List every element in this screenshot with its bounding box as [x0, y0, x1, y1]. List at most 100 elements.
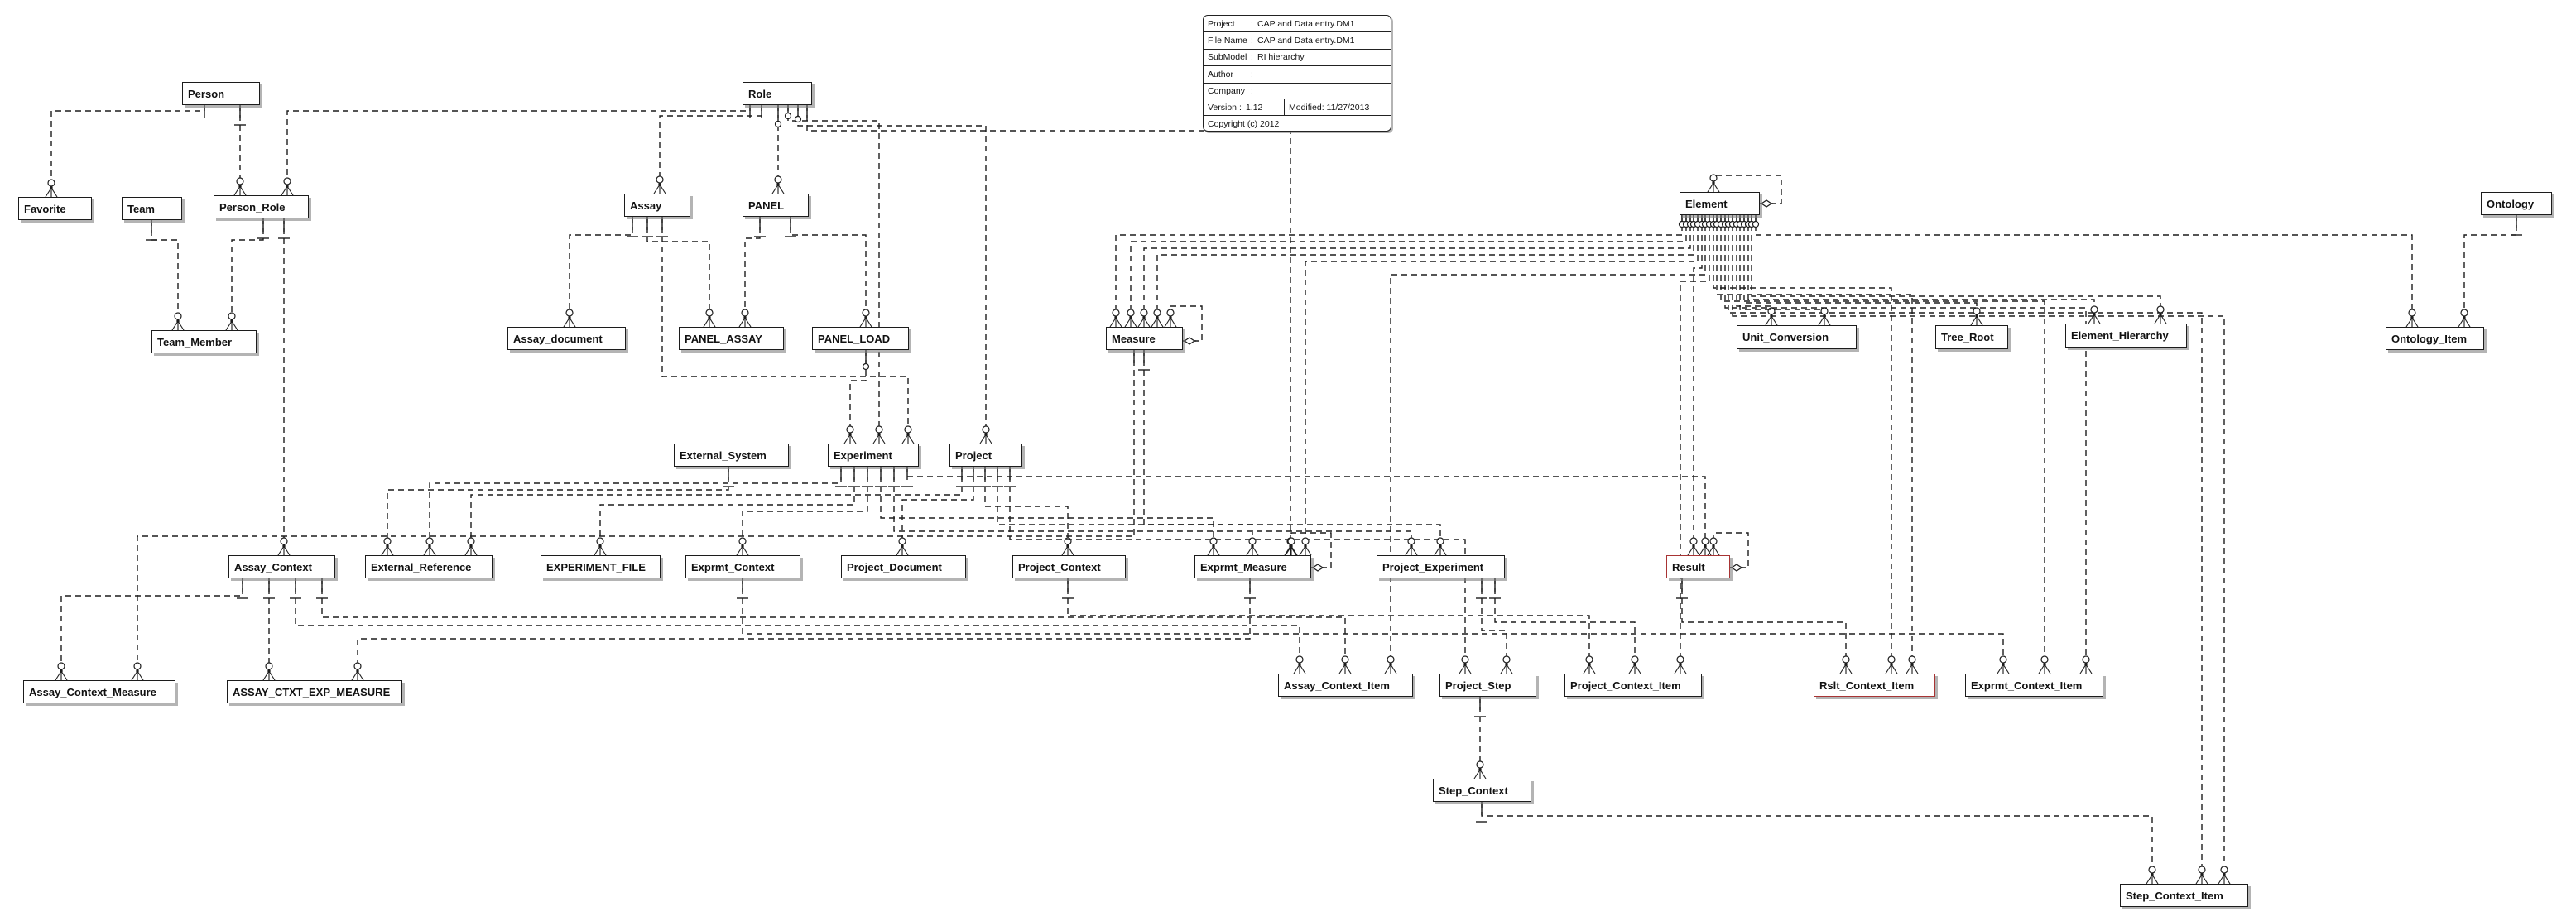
entity-person-role[interactable]: Person_Role [214, 195, 309, 218]
relationship-line[interactable] [656, 217, 915, 444]
entity-project-step[interactable]: Project_Step [1439, 674, 1536, 697]
entity-rslt-context-item[interactable]: Rslt_Context_Item [1814, 674, 1935, 697]
entity-assay-context[interactable]: Assay_Context [228, 555, 335, 578]
relationship-line[interactable] [888, 467, 1418, 556]
relationship-line[interactable] [1740, 215, 1983, 326]
relationship-line[interactable] [1476, 578, 1513, 674]
entity-team[interactable]: Team [122, 197, 182, 220]
relationship-line[interactable] [1124, 215, 1690, 328]
relationship-line[interactable] [1687, 215, 1706, 556]
entity-exprmt-measure[interactable]: Exprmt_Measure [1194, 555, 1311, 578]
entity-assay-context-measure[interactable]: Assay_Context_Measure [23, 680, 175, 703]
entity-project-document[interactable]: Project_Document [841, 555, 966, 578]
relationship-line[interactable] [1384, 215, 1709, 674]
relationship-line[interactable] [1721, 215, 2093, 674]
relationship-line[interactable] [653, 105, 762, 194]
relationship-line[interactable] [464, 467, 968, 556]
relationship-line[interactable] [1713, 215, 1919, 674]
relationship-line[interactable] [281, 105, 751, 196]
relationship-line[interactable] [1062, 578, 1596, 674]
relationship-line[interactable] [1473, 697, 1487, 779]
entity-ontology-item[interactable]: Ontology_Item [2386, 327, 2484, 350]
relationship-line[interactable] [1137, 215, 1694, 328]
relationship-line[interactable] [2458, 215, 2522, 328]
relationship-line[interactable] [1299, 215, 1702, 556]
entity-result[interactable]: Result [1666, 555, 1730, 578]
relationship-line[interactable] [875, 467, 1220, 556]
entity-external-system[interactable]: External_System [674, 444, 789, 467]
entity-assay-ctxt-exp-measure[interactable]: ASSAY_CTXT_EXP_MEASURE [227, 680, 402, 703]
relationship-line[interactable] [901, 467, 1712, 556]
relationship-line[interactable] [737, 578, 2010, 674]
relationship-line[interactable] [563, 217, 638, 328]
relationship-line[interactable] [233, 105, 247, 196]
relationship-line[interactable] [316, 578, 1352, 674]
relationship-line[interactable] [1707, 532, 1749, 572]
entity-favorite[interactable]: Favorite [18, 197, 92, 220]
relationship-line[interactable] [1109, 215, 1686, 328]
entity-ontology[interactable]: Ontology [2481, 192, 2552, 215]
relationship-line[interactable] [594, 467, 860, 556]
relationship-line[interactable] [1489, 578, 1641, 674]
relationship-line[interactable] [55, 578, 248, 681]
entity-experiment[interactable]: Experiment [828, 444, 919, 467]
relationship-line[interactable] [1151, 215, 1698, 328]
entity-exprmt-context[interactable]: Exprmt_Context [685, 555, 800, 578]
relationship-line[interactable] [262, 578, 276, 681]
relationship-line[interactable] [423, 467, 847, 556]
relationship-line[interactable] [225, 218, 269, 331]
relationship-line[interactable] [1707, 174, 1782, 208]
relationship-line[interactable] [290, 578, 1306, 674]
entity-element-hierarchy[interactable]: Element_Hierarchy [2065, 324, 2187, 348]
entity-experiment-file[interactable]: EXPERIMENT_FILE [541, 555, 661, 578]
entity-unit-conversion[interactable]: Unit_Conversion [1737, 325, 1857, 349]
relationship-line[interactable] [1728, 215, 2231, 885]
relationship-line[interactable] [992, 467, 1447, 556]
entity-element[interactable]: Element [1680, 192, 1760, 215]
relationship-line[interactable] [738, 217, 766, 328]
relationship-line[interactable] [1164, 305, 1203, 345]
entity-project-context[interactable]: Project_Context [1012, 555, 1126, 578]
relationship-line[interactable] [1476, 802, 2159, 885]
relationship-line[interactable] [1724, 215, 2208, 885]
relationship-line[interactable] [1285, 532, 1332, 572]
entity-person[interactable]: Person [182, 82, 260, 105]
relationship-line[interactable] [1674, 215, 1713, 674]
relationship-line[interactable] [1676, 578, 1853, 674]
relationship-line[interactable] [351, 578, 1256, 681]
entity-measure[interactable]: Measure [1106, 327, 1183, 350]
relationship-line[interactable] [736, 467, 873, 556]
relationship-line[interactable] [1004, 467, 1472, 674]
entity-panel-assay[interactable]: PANEL_ASSAY [679, 327, 784, 350]
entity-project-experiment[interactable]: Project_Experiment [1377, 555, 1505, 578]
relationship-line[interactable] [1717, 215, 2051, 674]
entity-assay-document[interactable]: Assay_document [507, 327, 626, 350]
entity-assay-context-item[interactable]: Assay_Context_Item [1278, 674, 1413, 697]
relationship-line[interactable] [794, 105, 992, 444]
entity-step-context-item[interactable]: Step_Context_Item [2120, 884, 2248, 907]
relationship-line[interactable] [896, 467, 979, 556]
entity-external-reference[interactable]: External_Reference [365, 555, 493, 578]
relationship-line[interactable] [1752, 215, 2419, 328]
entity-team-member[interactable]: Team_Member [151, 330, 257, 353]
relationship-line[interactable] [381, 467, 734, 556]
entity-role[interactable]: Role [743, 82, 812, 105]
relationship-line[interactable] [784, 105, 886, 444]
relationship-line[interactable] [642, 217, 716, 328]
entity-panel[interactable]: PANEL [743, 194, 809, 217]
relationship-line[interactable] [1709, 215, 1898, 674]
entity-step-context[interactable]: Step_Context [1433, 779, 1531, 802]
relationship-line[interactable] [45, 105, 205, 198]
relationship-line[interactable] [771, 105, 785, 194]
diagram-info-box[interactable]: Project : CAP and Data entry.DM1 File Na… [1203, 15, 1391, 132]
entity-panel-load[interactable]: PANEL_LOAD [812, 327, 909, 350]
entity-exprmt-context-item[interactable]: Exprmt_Context_Item [1965, 674, 2103, 697]
relationship-line[interactable] [277, 218, 291, 556]
relationship-line[interactable] [785, 217, 872, 328]
relationship-line[interactable] [979, 467, 1074, 556]
entity-project[interactable]: Project [949, 444, 1022, 467]
relationship-line[interactable] [131, 350, 1135, 681]
relationship-line[interactable] [843, 350, 870, 444]
entity-project-context-item[interactable]: Project_Context_Item [1564, 674, 1702, 697]
entity-tree-root[interactable]: Tree_Root [1935, 325, 2008, 349]
